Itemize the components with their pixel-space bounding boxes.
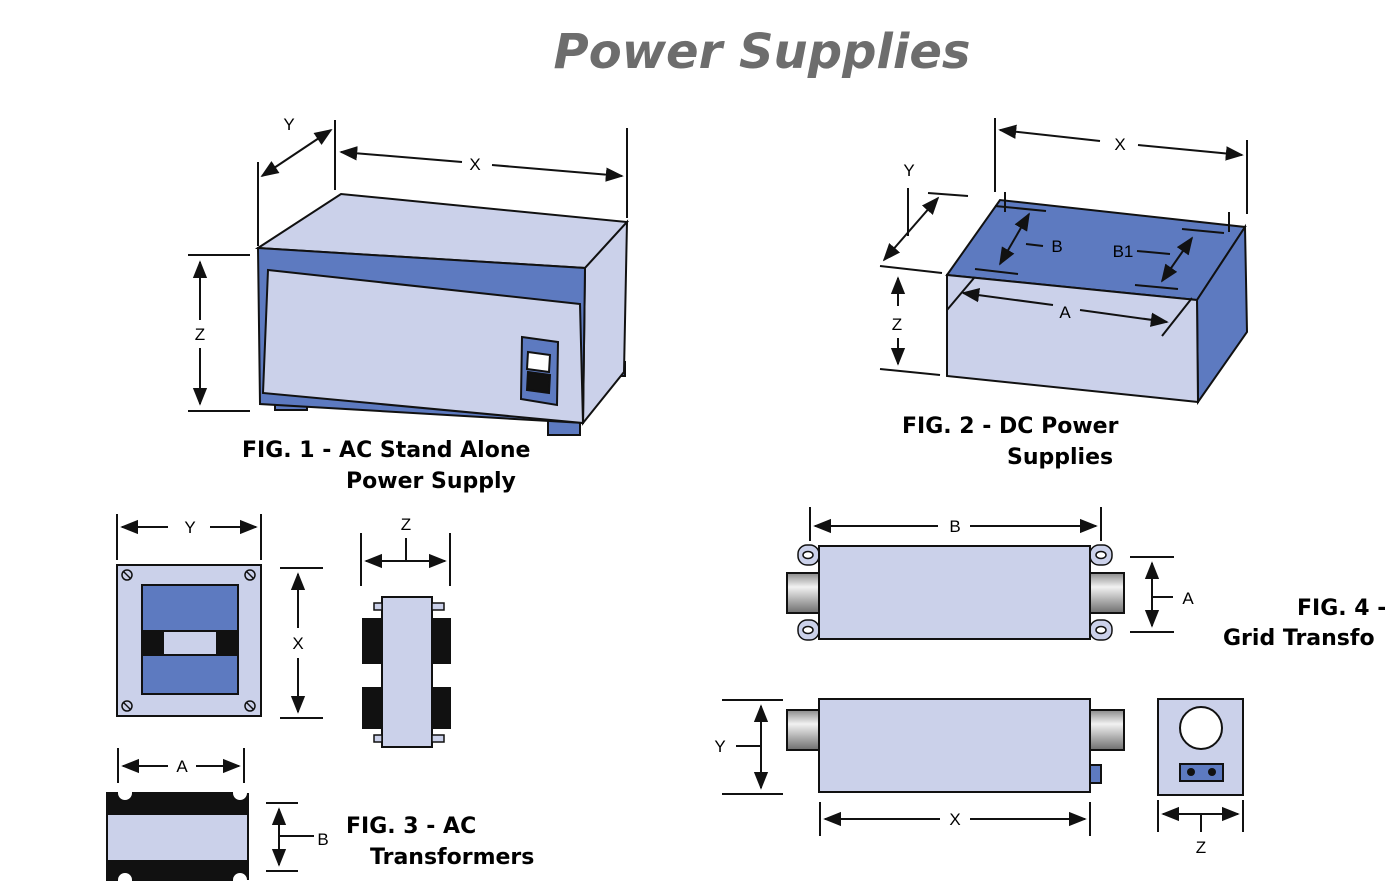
fig4-caption-line2: Grid Transfo: [1223, 626, 1375, 651]
fig2-caption-line2: Supplies: [1007, 445, 1113, 470]
fig3-dim-a-label: A: [176, 757, 188, 776]
fig3-front-view: [116, 514, 323, 719]
fig2-dim-x-label: X: [1114, 135, 1125, 154]
fig1-switch: [519, 335, 560, 407]
page-title: Power Supplies: [554, 24, 971, 80]
fig4-end-view: [1157, 698, 1244, 832]
fig3-caption-line1: FIG. 3 - AC: [346, 814, 476, 839]
fig4-dim-b-label: B: [949, 517, 960, 536]
fig1-dim-x-label: X: [469, 155, 480, 174]
fig2-front-face: [946, 273, 1200, 404]
fig4-caption-line1: FIG. 4 -: [1297, 596, 1385, 621]
fig3-bottom-view: [106, 748, 314, 881]
fig3-screw-icons: [121, 569, 256, 712]
fig4-dim-y-label: Y: [714, 737, 725, 756]
fig3-dim-x-label: X: [292, 634, 303, 653]
fig2-dim-a-label: A: [1059, 303, 1071, 322]
fig1-dim-z-label: Z: [195, 325, 205, 344]
fig4-mount-tab-icons: [797, 544, 1113, 641]
fig2-dc-power-supply: [879, 118, 1249, 406]
fig4-dim-z-label: Z: [1196, 838, 1206, 857]
fig2-dim-b-label: B: [1051, 237, 1062, 256]
fig3-dim-y-label: Y: [184, 518, 195, 537]
fig3-dim-b-label: B: [317, 830, 328, 849]
fig1-caption-line1: FIG. 1 - AC Stand Alone: [242, 438, 530, 463]
fig1-caption-line2: Power Supply: [346, 469, 516, 494]
fig4-dim-x-label: X: [949, 810, 960, 829]
fig4-front-view: [722, 698, 1125, 836]
fig1-ac-stand-alone: [188, 120, 630, 436]
fig3-dim-z-label: Z: [401, 515, 411, 534]
fig1-front-panel: [261, 268, 585, 425]
fig2-dim-b1-label: B1: [1113, 242, 1134, 261]
fig4-top-view: [786, 507, 1174, 641]
fig1-dim-y-label: Y: [283, 115, 294, 134]
fig2-dim-z-label: Z: [892, 315, 902, 334]
fig3-caption-line2: Transformers: [370, 845, 534, 870]
fig2-dim-y-label: Y: [903, 161, 914, 180]
fig2-caption-line1: FIG. 2 - DC Power: [902, 414, 1119, 439]
fig4-dim-a-label: A: [1182, 589, 1194, 608]
fig3-side-view: [360, 533, 451, 748]
